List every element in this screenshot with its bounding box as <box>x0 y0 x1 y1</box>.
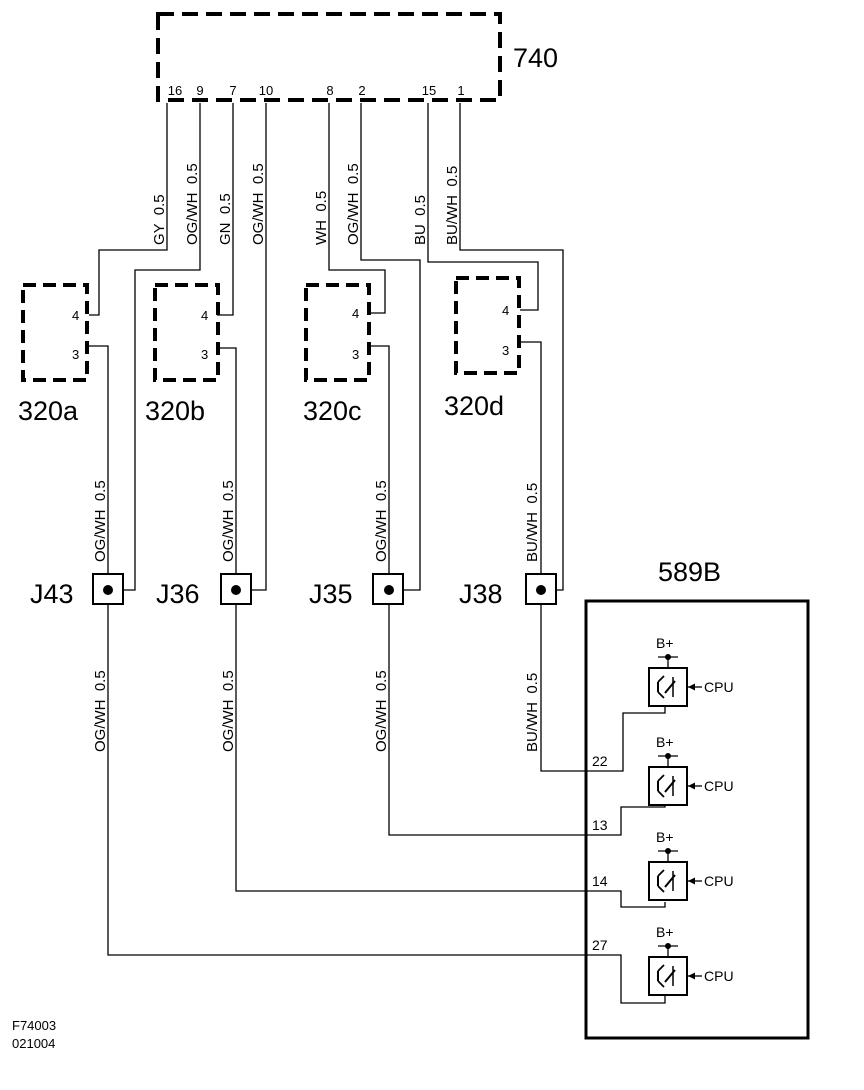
pin-740-2: 2 <box>358 83 365 98</box>
splice-j35: J35 <box>309 573 404 609</box>
splice-j36-label: J36 <box>156 579 200 609</box>
wire-label-gn: GN 0.5 <box>217 193 234 245</box>
splice-j43: J43 <box>30 573 124 609</box>
driver-stage-2: B+ CPU <box>648 734 734 806</box>
wire-label-og-wh-9: OG/WH 0.5 <box>184 163 201 245</box>
pin-320d-3: 3 <box>502 343 509 358</box>
component-320b-label: 320b <box>145 396 205 426</box>
wire-label-og-wh-2: OG/WH 0.5 <box>345 163 362 245</box>
splice-j38-label: J38 <box>459 579 503 609</box>
wire-label-og-wh-10: OG/WH 0.5 <box>250 163 267 245</box>
component-320d-label: 320d <box>444 391 504 421</box>
pin-320c-3: 3 <box>352 347 359 362</box>
wire-label-wh: WH 0.5 <box>313 191 330 245</box>
cpu-label-2: CPU <box>704 778 734 794</box>
splice-j36: J36 <box>156 573 252 609</box>
pin-740-15: 15 <box>422 83 436 98</box>
component-320c-label: 320c <box>303 396 362 426</box>
pin-320d-4: 4 <box>502 303 509 318</box>
splice-j38: J38 <box>459 573 557 609</box>
b-plus-label-2: B+ <box>656 734 674 750</box>
driver-stage-4: B+ CPU <box>648 924 734 996</box>
component-320c: 4 3 320c <box>303 283 371 426</box>
pin-320b-3: 3 <box>201 347 208 362</box>
b-plus-label-1: B+ <box>656 635 674 651</box>
wire-label-j38-top: BU/WH 0.5 <box>524 483 541 562</box>
wire-label-j35-top: OG/WH 0.5 <box>373 480 390 562</box>
pin-320a-3: 3 <box>72 347 79 362</box>
b-plus-label-4: B+ <box>656 924 674 940</box>
pin-740-9: 9 <box>196 83 203 98</box>
component-320a-label: 320a <box>18 396 79 426</box>
b-plus-label-3: B+ <box>656 829 674 845</box>
pin-589b-13: 13 <box>592 817 608 833</box>
pin-740-10: 10 <box>259 83 273 98</box>
pin-320b-4: 4 <box>201 308 208 323</box>
driver-stage-3: B+ CPU <box>648 829 734 901</box>
pin-589b-14: 14 <box>592 873 608 889</box>
wire-label-bu: BU 0.5 <box>412 195 429 245</box>
wire-label-j36-bottom: OG/WH 0.5 <box>220 670 237 752</box>
pin-589b-22: 22 <box>592 753 608 769</box>
pin-740-16: 16 <box>168 83 182 98</box>
wire-label-bu-wh-1: BU/WH 0.5 <box>444 166 461 245</box>
upper-wires <box>89 103 564 591</box>
pin-740-7: 7 <box>229 83 236 98</box>
figure-code: F74003 <box>12 1018 56 1033</box>
pin-320a-4: 4 <box>72 308 79 323</box>
cpu-label-3: CPU <box>704 873 734 889</box>
splice-j35-label: J35 <box>309 579 353 609</box>
wire-label-j38-bottom: BU/WH 0.5 <box>524 673 541 752</box>
lower-wires <box>107 604 586 956</box>
module-740-box <box>156 12 502 102</box>
wire-label-j43-top: OG/WH 0.5 <box>92 480 109 562</box>
component-320d: 4 3 320d <box>444 276 521 421</box>
module-589b-internal-wires <box>586 705 666 1004</box>
cpu-label-4: CPU <box>704 968 734 984</box>
pin-320c-4: 4 <box>352 306 359 321</box>
module-589b-label: 589B <box>658 557 721 587</box>
pin-740-1: 1 <box>457 83 464 98</box>
module-589b-box <box>584 599 810 1040</box>
driver-stage-1: B+ CPU <box>648 635 734 707</box>
splice-j43-label: J43 <box>30 579 74 609</box>
cpu-label-1: CPU <box>704 679 734 695</box>
figure-date: 021004 <box>12 1036 55 1051</box>
component-320b: 4 3 320b <box>145 283 220 426</box>
wire-label-j35-bottom: OG/WH 0.5 <box>373 670 390 752</box>
pin-589b-27: 27 <box>592 937 608 953</box>
pin-740-8: 8 <box>326 83 333 98</box>
module-740-label: 740 <box>513 43 558 73</box>
component-320a: 4 3 320a <box>18 283 89 426</box>
wire-label-j43-bottom: OG/WH 0.5 <box>92 670 109 752</box>
wire-label-gy: GY 0.5 <box>151 194 168 245</box>
wire-label-j36-top: OG/WH 0.5 <box>220 480 237 562</box>
